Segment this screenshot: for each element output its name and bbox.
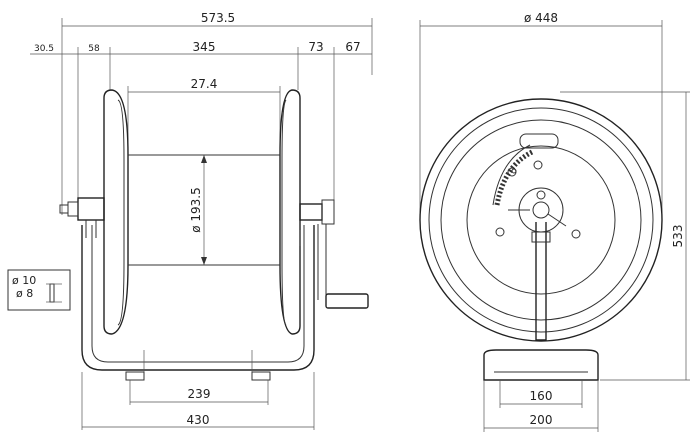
dim-drum-width: 345 [193,40,216,54]
outer-disc-rim [428,107,654,333]
dim-offset-hub: 58 [88,44,100,54]
inlet-nut [59,204,69,214]
dim-offset-left: 30.5 [34,44,54,54]
dim-overall-width: 573.5 [201,11,235,25]
dim-disc-dia: ø 448 [524,11,558,25]
slot [519,133,559,149]
outer-disc [419,98,663,342]
center-bolt-top [536,190,546,200]
right-hub [299,203,323,221]
dim-inner-flange: 27.4 [191,77,218,91]
detail-fitting [49,283,55,303]
bolt-right [571,229,581,239]
inlet-detail-box [7,269,71,311]
foot-left [125,371,145,381]
ratchet-teeth [494,149,534,206]
front-view: ø 448 533 [419,11,690,432]
bolt-top-left-inner [511,168,517,174]
left-flange [103,89,129,335]
handle-stub-right [547,213,567,227]
inner-ring [440,119,642,321]
dim-foot-inner: 160 [530,389,553,403]
post-clamp [531,231,551,243]
bolt-left [495,227,505,237]
dim-handle-ext: 67 [345,40,360,54]
crank-plate [321,199,335,225]
left-flange-inner [117,99,125,326]
dim-foot-outer: 200 [530,413,553,427]
right-flange [279,89,301,335]
base-foot [483,349,599,381]
frame-outer [81,225,315,371]
dim-base-width: 430 [187,413,210,427]
frame-inner [91,225,305,363]
center-axle [532,201,550,219]
inlet-fitting [67,201,79,217]
arrow-drum-top [201,155,207,163]
side-view: 573.5 30.5 58 345 73 67 27.4 ø 193.5 [7,11,373,430]
right-flange-inner [281,99,287,326]
crank-handle [325,293,369,309]
dim-height: 533 [671,225,685,248]
left-hub [77,197,105,221]
bolt-top [533,160,543,170]
arrow-drum-bottom [201,257,207,265]
foot-right [251,371,271,381]
detail-outer-dia: ø 10 [12,274,36,287]
dim-drum-dia: ø 193.5 [189,187,203,233]
dim-foot-spacing: 239 [188,387,211,401]
hub-plate [466,145,616,295]
dim-right-gap: 73 [308,40,323,54]
support-post [535,222,547,341]
detail-inner-dia: ø 8 [16,287,33,300]
